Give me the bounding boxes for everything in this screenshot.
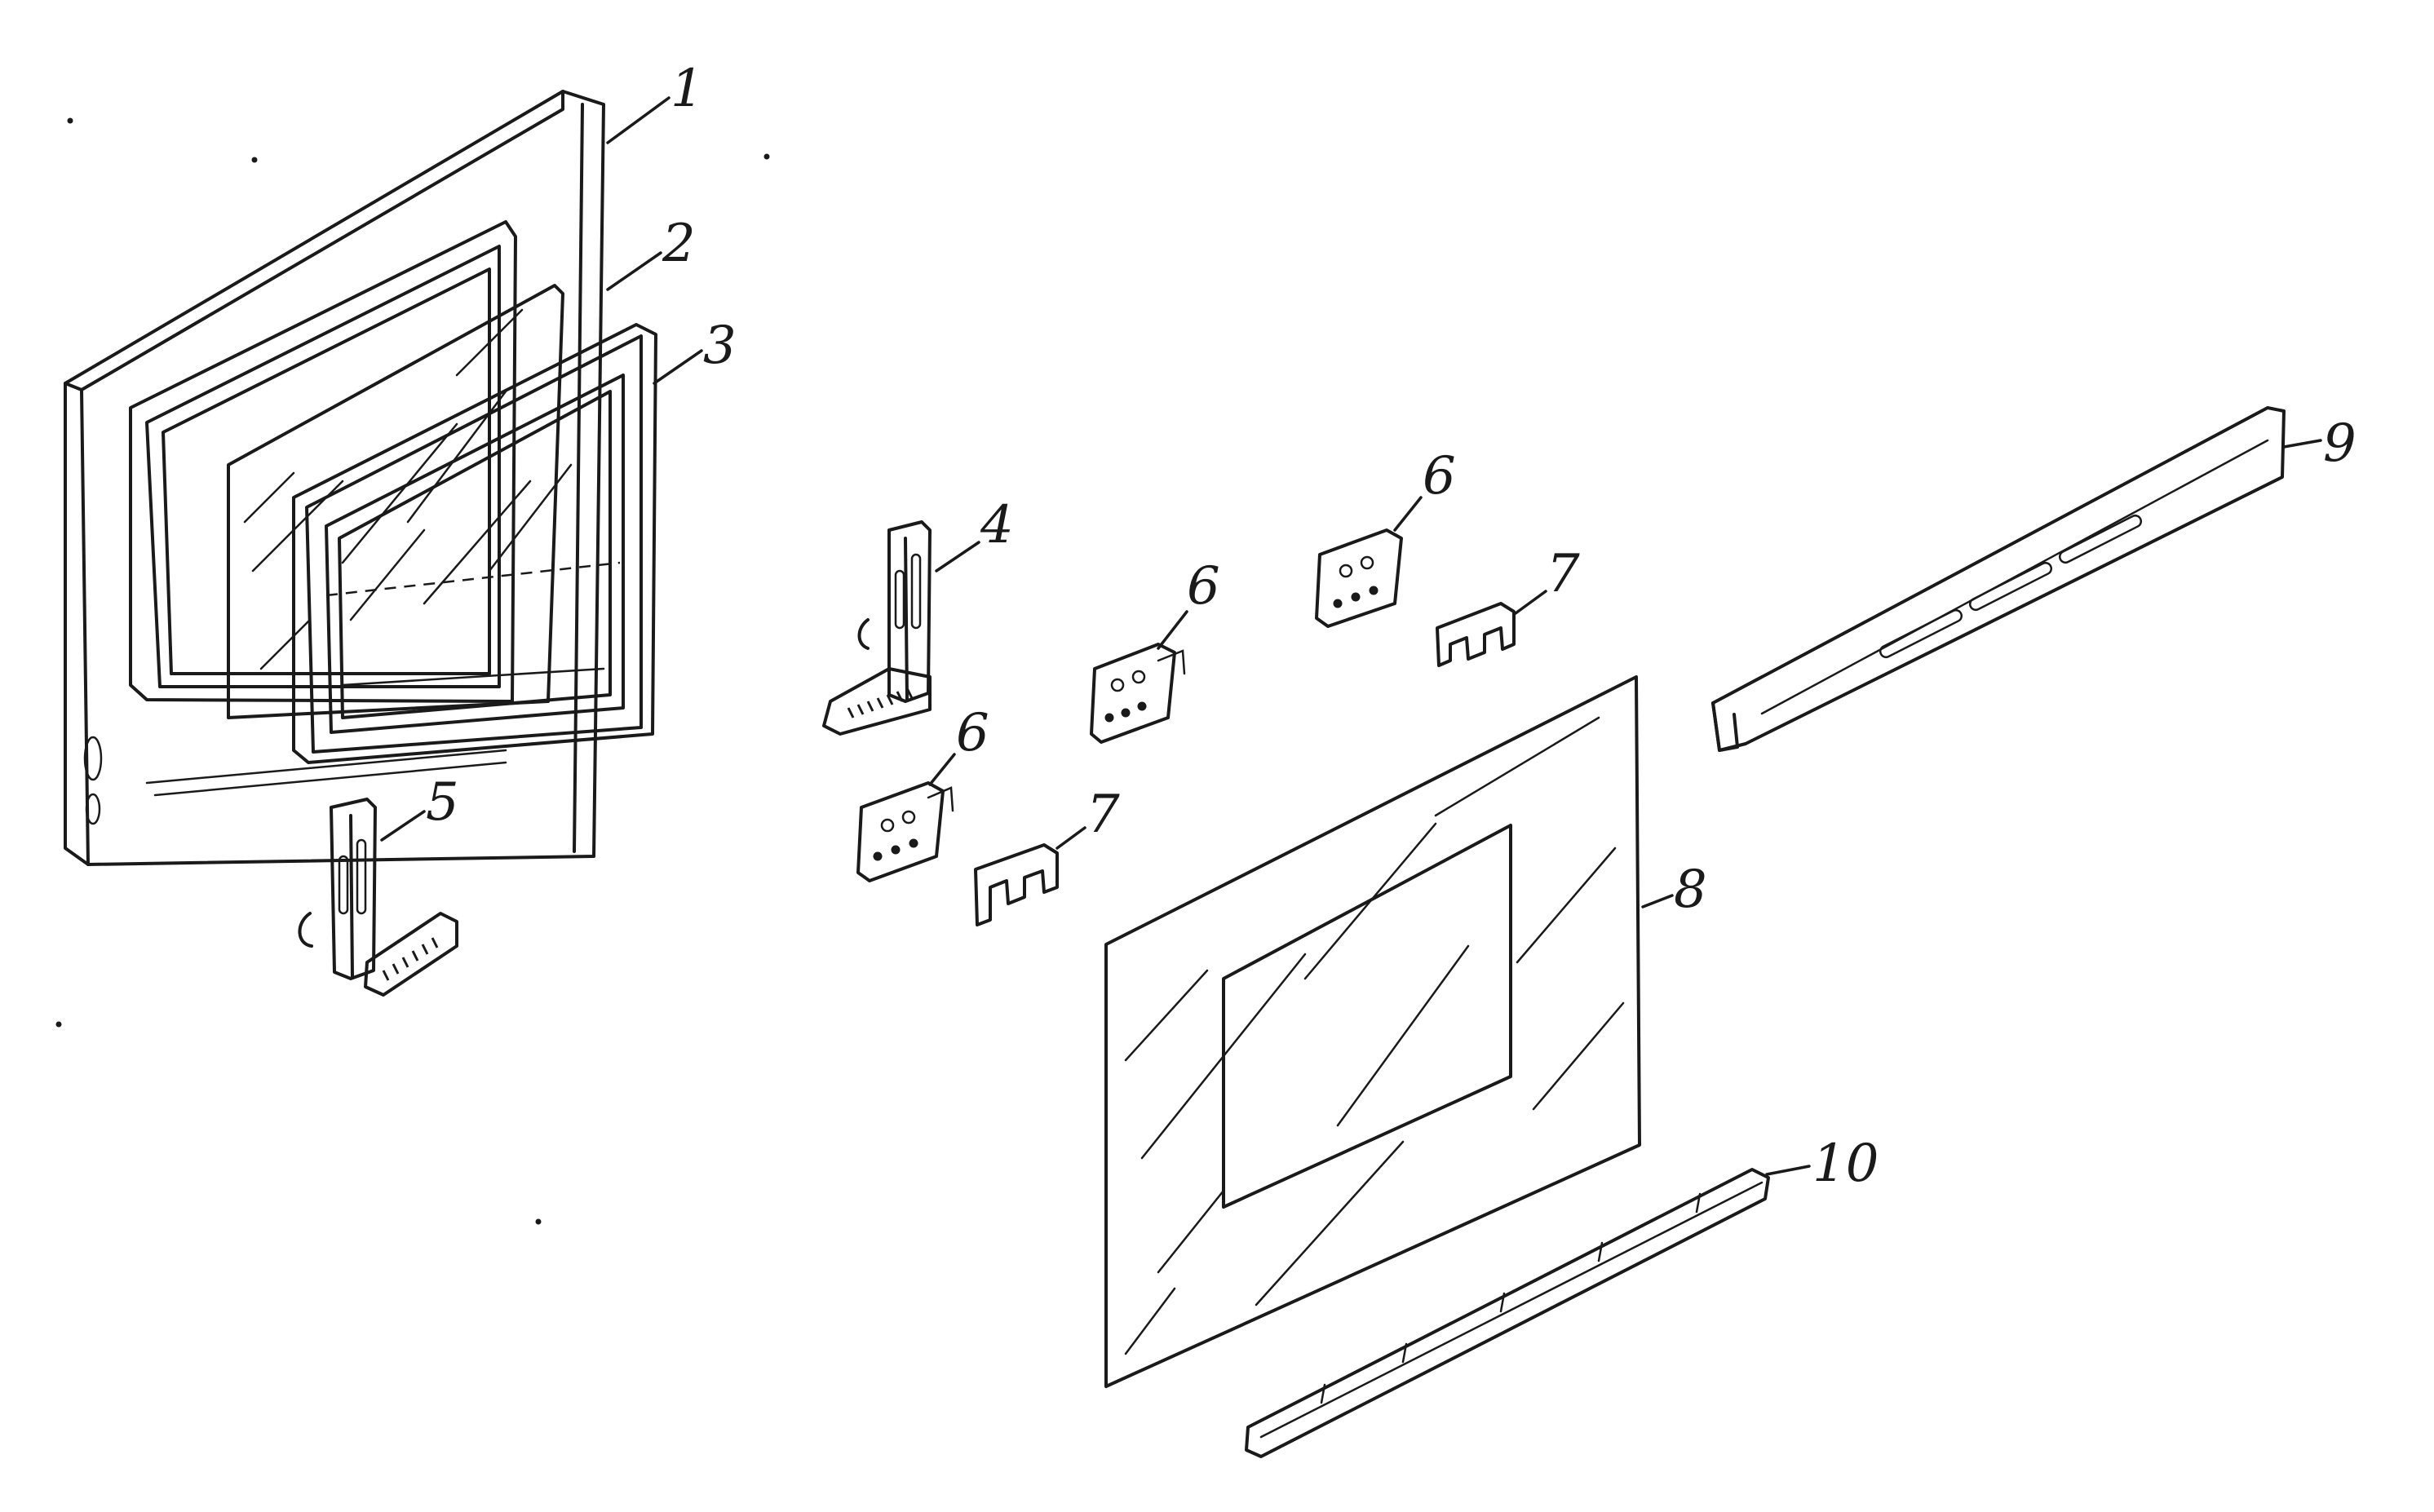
- callout-9: 9: [2323, 413, 2357, 474]
- part-7-clip-upper: [1436, 602, 1516, 667]
- callout-3: 3: [703, 316, 737, 376]
- leader-10: [1765, 1165, 1811, 1176]
- part-5-hinge: [298, 798, 458, 997]
- leader-6b: [1393, 496, 1423, 532]
- leader-8: [1641, 894, 1674, 909]
- leader-4: [935, 541, 980, 573]
- callout-4: 4: [980, 495, 1014, 555]
- part-6-bracket-lower-left: [856, 781, 954, 882]
- part-1-door-outer-panel: [64, 90, 605, 866]
- part-3-gasket-frame: [292, 323, 657, 764]
- part-2-inner-frame-glass: [129, 220, 564, 719]
- leader-2: [606, 251, 662, 291]
- part-10-bottom-trim: [1245, 1168, 1770, 1458]
- callout-1: 1: [670, 59, 704, 119]
- leader-3: [653, 349, 703, 385]
- callout-8: 8: [1674, 860, 1707, 920]
- callout-10: 10: [1812, 1134, 1879, 1194]
- leader-lines: [380, 96, 2322, 1176]
- part-6-bracket-upper-middle: [1090, 643, 1186, 744]
- leader-7b: [1055, 826, 1086, 850]
- part-9-top-trim: [1711, 406, 2286, 752]
- part-6-bracket-top-right: [1315, 528, 1403, 628]
- part-8-glass-panel: [1104, 675, 1641, 1388]
- callout-7b: 7: [1086, 785, 1120, 845]
- callout-2: 2: [662, 214, 696, 274]
- leader-7a: [1514, 590, 1547, 615]
- leader-9: [2282, 439, 2322, 449]
- leader-6a: [1157, 610, 1188, 650]
- callout-labels: 1 2 3 4 5 6 6 6 7 7 8 9 10: [426, 59, 2357, 1194]
- callout-6c: 6: [956, 703, 989, 763]
- leader-6c: [928, 753, 956, 786]
- leader-1: [606, 96, 670, 144]
- part-7-clip-lower: [974, 843, 1059, 926]
- callout-7a: 7: [1547, 544, 1580, 604]
- scan-specks: [55, 117, 770, 1225]
- callout-6a: 6: [1187, 556, 1220, 617]
- callout-5: 5: [426, 772, 459, 833]
- leader-5: [380, 810, 426, 842]
- callout-6b: 6: [1423, 446, 1456, 506]
- part-4-hinge: [822, 520, 932, 736]
